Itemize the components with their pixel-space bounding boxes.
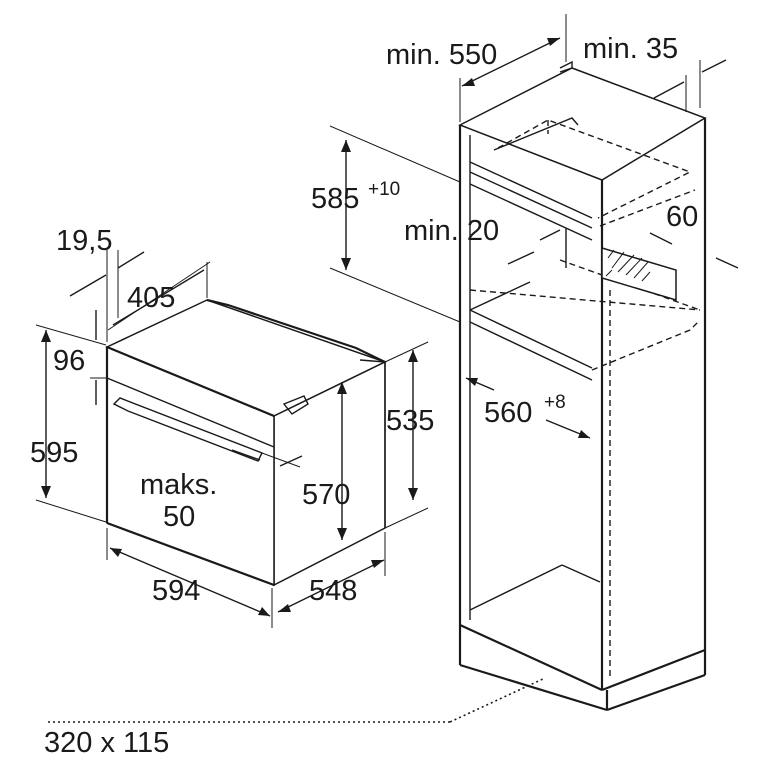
label-min-depth: min. 550 bbox=[386, 39, 497, 71]
dim-548: 548 bbox=[277, 532, 386, 613]
label-min-gap-back: min. 35 bbox=[583, 33, 678, 65]
label-body-height: 570 bbox=[302, 479, 350, 511]
cabinet-drawing bbox=[458, 60, 707, 712]
label-min-gap: min. 20 bbox=[404, 215, 499, 247]
oven-drawing bbox=[105, 298, 387, 587]
label-niche-width-tol: +8 bbox=[544, 392, 566, 413]
dim-535: 535 bbox=[384, 341, 434, 529]
label-side-height: 535 bbox=[386, 405, 434, 437]
dim-19-5: 19,5 bbox=[56, 225, 145, 342]
label-handle-value: 50 bbox=[163, 501, 195, 533]
dim-570: 570 bbox=[302, 382, 350, 540]
dim-min-35: min. 35 bbox=[583, 33, 727, 112]
label-handle-maks: maks. bbox=[140, 469, 217, 501]
dim-595: 595 bbox=[30, 330, 107, 523]
label-niche-height-tol: +10 bbox=[368, 179, 400, 200]
dim-60: 60 bbox=[649, 201, 739, 269]
dim-585: 585 +10 bbox=[311, 125, 461, 323]
label-depth-top: 405 bbox=[127, 282, 175, 314]
label-niche-height: 585 bbox=[311, 183, 359, 215]
dim-405: 405 bbox=[107, 261, 211, 331]
label-depth: 548 bbox=[309, 575, 357, 607]
dim-96: 96 bbox=[35, 310, 107, 405]
label-panel: 96 bbox=[53, 345, 85, 377]
dim-vent-opening: 320 x 115 bbox=[44, 677, 546, 759]
vent-hatch bbox=[605, 249, 651, 282]
label-thickness: 19,5 bbox=[56, 225, 112, 257]
dim-594: 594 bbox=[106, 528, 273, 628]
label-width: 594 bbox=[152, 575, 200, 607]
dim-min-20: min. 20 bbox=[404, 215, 561, 265]
dim-min-550: min. 550 bbox=[386, 14, 567, 122]
label-vent-opening: 320 x 115 bbox=[44, 727, 169, 759]
label-height: 595 bbox=[30, 437, 78, 469]
label-niche-width: 560 bbox=[484, 397, 532, 429]
dim-560: 560 +8 bbox=[465, 377, 591, 439]
dim-maks-50: maks. 50 bbox=[140, 449, 303, 533]
label-vent: 60 bbox=[666, 201, 698, 233]
